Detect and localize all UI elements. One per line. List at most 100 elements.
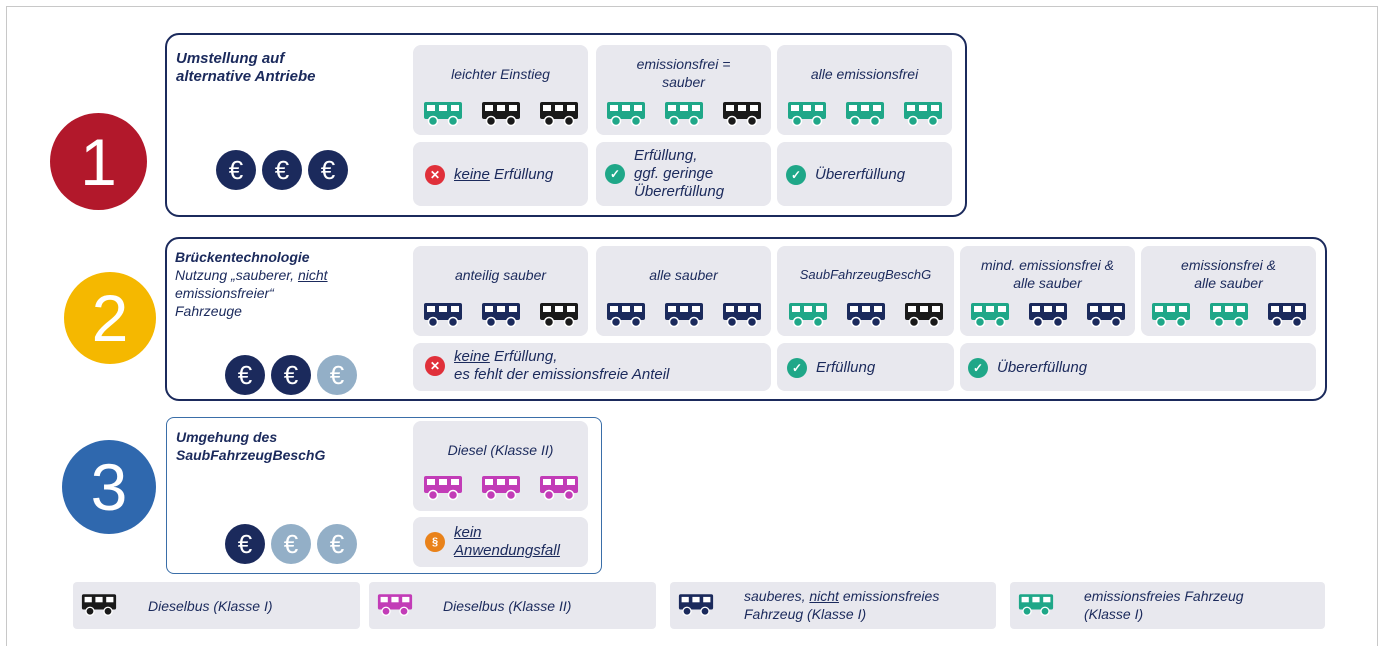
option-2-title-line4: Fahrzeuge [175,303,242,319]
result-text: Erfüllung, [489,348,558,365]
cross-icon: ✕ [425,165,445,185]
bus-icon [970,303,1009,328]
bus-row [1141,302,1316,328]
scenario-box: mind. emissionsfrei & alle sauber [960,246,1135,336]
option-1-title: Umstellung auf alternative Antriebe [176,50,316,86]
result-line2: Anwendungsfall [454,542,560,559]
option-3-title-line1: Umgehung des [176,429,278,445]
bus-icon [1086,303,1125,328]
legend-item-diesel-1: Dieselbus (Klasse I) [73,582,360,629]
bus-icon [722,303,761,328]
legend-item-zero-emission: emissionsfreies Fahrzeug (Klasse I) [1010,582,1325,629]
option-1-title-line1: Umstellung auf [176,50,285,67]
result-box: ✕ keine Erfüllung, es fehlt der emission… [413,343,771,391]
result-line2: ggf. geringe [634,165,714,182]
bus-icon [1267,303,1306,328]
euro-icon: € [308,150,348,190]
scenario-label: anteilig sauber [454,267,547,283]
legend-text: emissionsfreies Fahrzeug (Klasse I) [1084,588,1244,622]
result-line1: kein [454,524,482,541]
bus-icon [787,102,826,127]
scenario-box: leichter Einstieg [413,45,588,135]
scenario-label-line2: alle sauber [1013,275,1082,291]
euro-icon: € [317,524,357,564]
result-text: Erfüllung [816,359,876,376]
scenario-label: mind. emissionsfrei & alle sauber [960,256,1135,292]
bus-icon [423,476,462,501]
bus-row [777,302,954,328]
result-box: ✓ Übererfüllung [777,142,952,206]
bus-icon [539,476,578,501]
bus-icon [481,476,520,501]
euro-icon: € [271,355,311,395]
option-3-title-line2: SaubFahrzeugBeschG [176,447,326,463]
bus-row [596,302,771,328]
option-2-costs: € € € [225,355,357,395]
bus-icon [1209,303,1248,328]
euro-icon: € [225,524,265,564]
result-box: ✓ Erfüllung, ggf. geringe Übererfüllung [596,142,771,206]
scenario-box: emissionsfrei = sauber [596,45,771,135]
euro-icon: € [271,524,311,564]
bus-icon [903,102,942,127]
bus-icon [423,102,462,127]
bus-icon [678,594,714,617]
euro-icon: € [317,355,357,395]
scenario-box: SaubFahrzeugBeschG [777,246,954,336]
result-line1: Erfüllung, [634,147,698,164]
bus-icon [606,303,645,328]
cross-icon: ✕ [425,356,445,376]
scenario-label: emissionsfrei & alle sauber [1141,256,1316,292]
scenario-label-line2: alle sauber [1194,275,1263,291]
euro-icon: € [216,150,256,190]
option-3-number: 3 [62,440,156,534]
legend-item-diesel-2: Dieselbus (Klasse II) [369,582,656,629]
bus-icon [904,303,943,328]
legend-text: Dieselbus (Klasse I) [148,598,273,614]
result-underlined: keine [454,348,490,365]
bus-icon [606,102,645,127]
bus-icon [845,102,884,127]
bus-icon [788,303,827,328]
bus-icon [481,303,520,328]
result-text: Übererfüllung [815,166,906,183]
bus-row [777,101,952,127]
bus-icon [1028,303,1067,328]
scenario-label: Diesel (Klasse II) [447,442,554,458]
bus-icon [1018,594,1054,617]
check-icon: ✓ [605,164,625,184]
option-1-number: 1 [50,113,147,210]
scenario-label-line1: emissionsfrei & [1181,257,1276,273]
legend-text: Dieselbus (Klasse II) [443,598,572,614]
result-line2: es fehlt der emissionsfreie Anteil [454,366,670,383]
figure-frame [6,6,1378,646]
option-2-title-line2: Nutzung „sauberer, nicht [175,267,328,283]
option-3-costs: € € € [225,524,357,564]
euro-icon: € [262,150,302,190]
bus-icon [539,102,578,127]
bus-row [596,101,771,127]
option-1-costs: € € € [216,150,348,190]
scenario-box: emissionsfrei & alle sauber [1141,246,1316,336]
option-2-title: Brückentechnologie Nutzung „sauberer, ni… [175,248,328,320]
scenario-box: alle sauber [596,246,771,336]
result-fail: ✕ keine Erfüllung [425,165,553,185]
option-2-title-line3: emissionsfreier“ [175,285,274,301]
bus-icon [664,303,703,328]
result-box: § kein Anwendungsfall [413,517,588,567]
bus-icon [846,303,885,328]
scenario-label: SaubFahrzeugBeschG [799,267,932,282]
option-1-title-line2: alternative Antriebe [176,68,316,85]
bus-row [413,475,588,501]
result-box: ✓ Erfüllung [777,343,954,391]
result-text: Erfüllung [489,166,554,183]
bus-icon [423,303,462,328]
not-applicable-icon: § [425,532,445,552]
bus-icon [81,594,117,617]
result-ok: ✓ Übererfüllung [968,358,1087,378]
bus-icon [481,102,520,127]
check-icon: ✓ [787,358,807,378]
scenario-label: alle emissionsfrei [810,66,919,82]
legend-item-clean: sauberes, nicht emissionsfreies Fahrzeug… [670,582,996,629]
scenario-label: emissionsfrei = sauber [596,55,771,91]
